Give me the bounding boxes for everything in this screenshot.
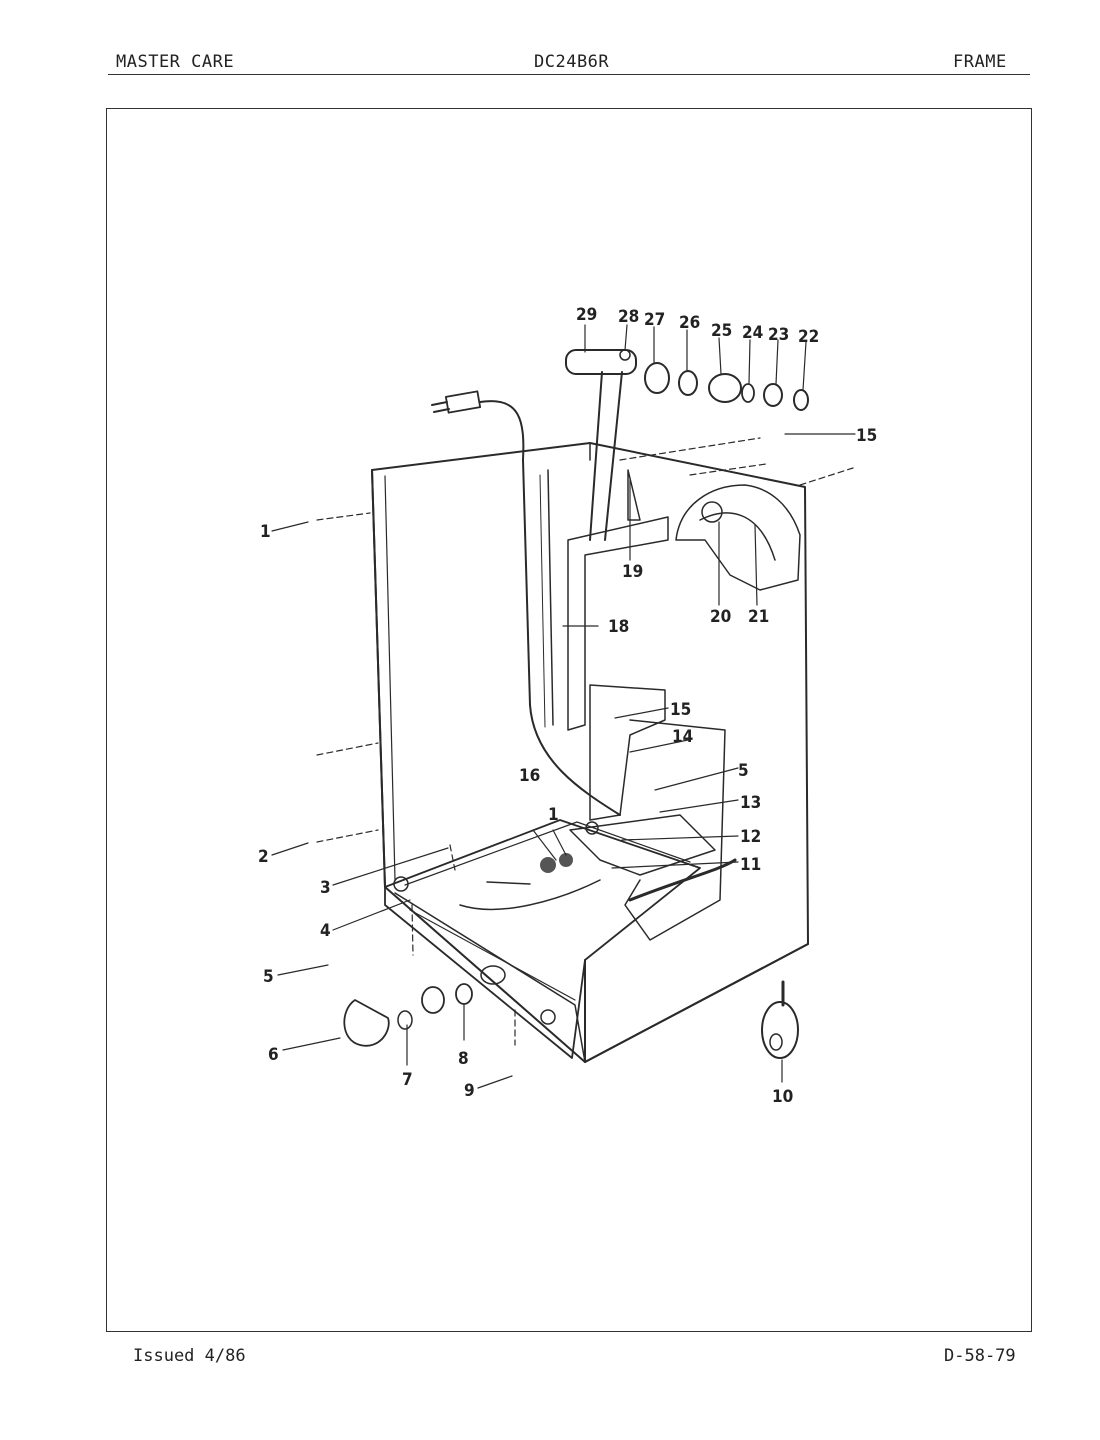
callout-3: 3 (320, 878, 331, 898)
brand-label: MASTER CARE (116, 52, 235, 72)
callout-24: 24 (742, 323, 763, 343)
callout-10: 10 (772, 1087, 793, 1107)
callout-16: 16 (519, 766, 540, 786)
callout-13: 13 (740, 793, 761, 813)
callout-18: 18 (608, 617, 629, 637)
callout-9: 9 (464, 1081, 475, 1101)
page-code: D-58-79 (944, 1346, 1016, 1366)
callout-23: 23 (768, 325, 789, 345)
callout-5b: 5 (738, 761, 749, 781)
callout-15b: 15 (856, 426, 877, 446)
callout-26: 26 (679, 313, 700, 333)
callout-19: 19 (622, 562, 643, 582)
callout-4: 4 (320, 921, 331, 941)
callout-12: 12 (740, 827, 761, 847)
leader-lines (271, 324, 856, 1089)
callout-7: 7 (402, 1070, 413, 1090)
burner-valve-assembly (565, 349, 809, 541)
callout-22: 22 (798, 327, 819, 347)
callout-1b: 1 (548, 805, 559, 825)
burner-section (393, 684, 737, 1025)
section-title: FRAME (953, 52, 1007, 72)
header-rule (108, 74, 1030, 75)
callout-20: 20 (710, 607, 731, 627)
diagram-frame (106, 108, 1032, 1332)
callout-29: 29 (576, 305, 597, 325)
callout-5: 5 (263, 967, 274, 987)
callout-labels: 1 1 2 3 4 5 5 6 7 8 9 10 11 12 13 14 15 … (258, 305, 877, 1107)
callout-25: 25 (711, 321, 732, 341)
loose-parts (316, 437, 854, 1059)
power-cord (431, 390, 621, 816)
model-number: DC24B6R (534, 52, 610, 72)
callout-6: 6 (268, 1045, 279, 1065)
duct-panel (539, 469, 669, 731)
callout-11: 11 (740, 855, 761, 875)
callout-14: 14 (672, 727, 693, 747)
blower-housing (627, 469, 801, 591)
callout-2: 2 (258, 847, 269, 867)
callout-1: 1 (260, 522, 271, 542)
issued-date: Issued 4/86 (133, 1346, 246, 1366)
callout-21: 21 (748, 607, 769, 627)
callout-15: 15 (670, 700, 691, 720)
callout-27: 27 (644, 310, 665, 330)
cabinet-base (384, 819, 809, 1063)
callout-8: 8 (458, 1049, 469, 1069)
callout-28: 28 (618, 307, 639, 327)
